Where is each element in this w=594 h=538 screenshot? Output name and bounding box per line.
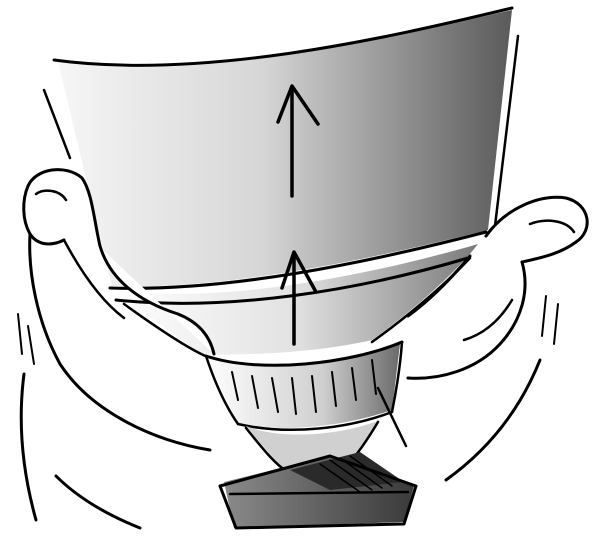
- funnel-shade: [44, 8, 518, 288]
- collar-ring: [206, 342, 402, 430]
- base: [220, 452, 416, 528]
